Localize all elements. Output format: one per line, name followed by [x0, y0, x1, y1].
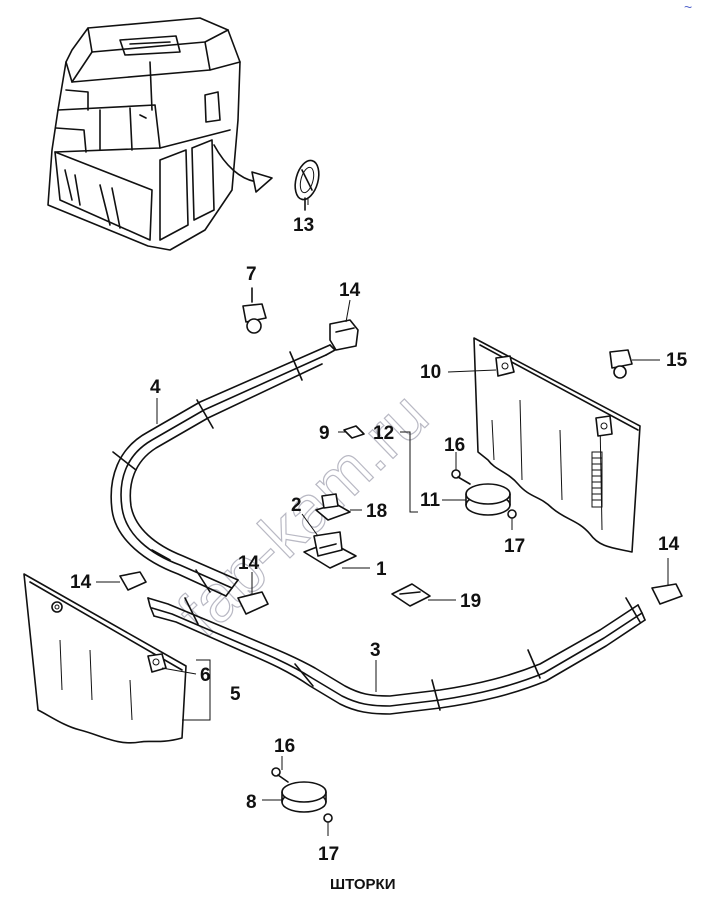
truck-cab-illustration: [47, 17, 273, 251]
callout-14-top: 14: [339, 280, 361, 301]
callout-3: 3: [370, 640, 381, 661]
callout-13: 13: [293, 215, 314, 236]
diagram-caption: ШТОРКИ: [330, 876, 395, 893]
part-17-nut-lower: [323, 813, 333, 823]
callout-10: 10: [420, 362, 441, 383]
callout-16-lower: 16: [274, 736, 295, 757]
part-3-rail: [147, 597, 646, 715]
part-8-clamp: [281, 781, 327, 813]
part-14-bracket-mid: [237, 591, 269, 615]
part-14-bracket-left: [119, 571, 147, 591]
part-19-mount: [391, 583, 431, 607]
part-13-emblem: [294, 159, 320, 211]
callout-9: 9: [319, 423, 330, 444]
part-12-bracket-group: [343, 425, 365, 439]
callout-14-left: 14: [70, 572, 92, 593]
callout-17-upper: 17: [504, 536, 525, 557]
callout-15: 15: [666, 350, 688, 371]
part-17-nut-upper: [507, 509, 517, 519]
leader-lines: [96, 198, 669, 836]
callout-6: 6: [200, 665, 211, 686]
part-16-bolt-lower: [271, 767, 289, 783]
callout-2: 2: [291, 495, 302, 516]
part-15-clip: [609, 349, 633, 379]
callout-16-upper: 16: [444, 435, 465, 456]
callout-4: 4: [150, 377, 161, 398]
part-14-bracket-top: [329, 319, 359, 351]
part-18-mount: [315, 493, 351, 521]
part-11-clamp: [465, 483, 511, 516]
callout-5: 5: [230, 684, 241, 705]
callout-19: 19: [460, 591, 481, 612]
callout-12: 12: [373, 423, 394, 444]
callout-14-right: 14: [658, 534, 680, 555]
callout-14-mid: 14: [238, 553, 260, 574]
callout-7: 7: [246, 264, 257, 285]
part-14-bracket-right: [651, 583, 683, 605]
callout-11: 11: [420, 490, 441, 511]
part-7-clip: [242, 287, 267, 334]
callout-1: 1: [376, 559, 387, 580]
part-10-right-curtain: [473, 337, 641, 553]
callout-8: 8: [246, 792, 257, 813]
callout-17-lower: 17: [318, 844, 339, 865]
part-1-mount: [303, 531, 357, 569]
part-5-left-curtain: [23, 573, 187, 744]
part-4-rail: [110, 344, 336, 597]
callout-18: 18: [366, 501, 387, 522]
part-16-bolt-upper: [451, 469, 471, 485]
callout-labels: 13 7 14 4 15 10 9 12 16 11 17 2 18 1 19 …: [70, 215, 688, 865]
corner-mark: ~: [684, 0, 692, 15]
